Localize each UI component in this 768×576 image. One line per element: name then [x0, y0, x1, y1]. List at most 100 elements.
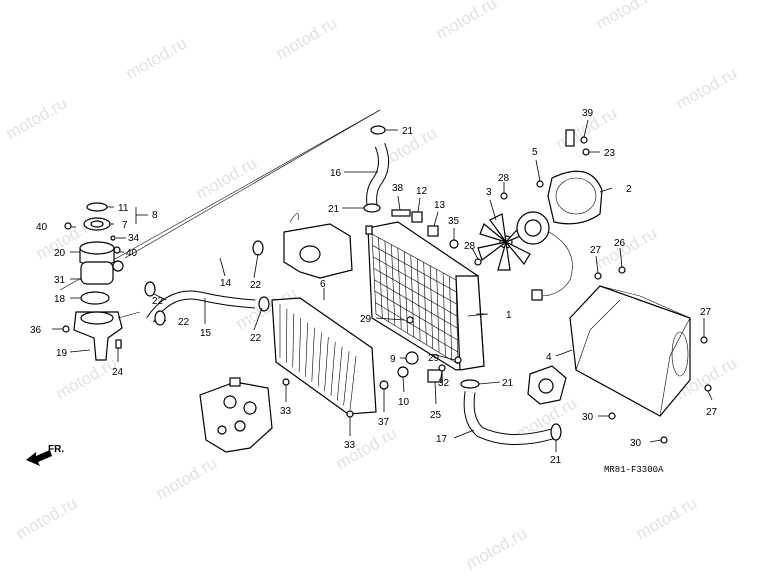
watermark: motod.ru [673, 63, 741, 113]
callout-21: 21 [402, 126, 414, 137]
nut-26 [618, 266, 626, 274]
water-pump-housing [199, 377, 273, 453]
callout-22: 22 [178, 317, 190, 328]
callout-7: 7 [122, 220, 128, 231]
callout-12: 12 [416, 186, 428, 197]
screen-mesh-line [298, 318, 302, 373]
hose-15 [146, 290, 270, 326]
watermark: motod.ru [333, 423, 401, 473]
radiator-fin [374, 279, 458, 329]
radiator-fin [375, 302, 458, 353]
callout-30: 30 [582, 412, 594, 423]
radiator-fin [378, 237, 383, 318]
clamp-22 [144, 281, 156, 297]
callout-23: 23 [604, 148, 616, 159]
callout-8: 8 [152, 210, 158, 221]
callout-24: 24 [112, 367, 124, 378]
callout-18: 18 [54, 294, 66, 305]
radiator-fin [423, 262, 427, 345]
callout-9: 9 [390, 354, 396, 365]
callout-2: 2 [626, 184, 632, 195]
screen-mesh-line [336, 346, 343, 401]
nut-28 [474, 258, 482, 266]
radiator-fin [372, 256, 457, 305]
watermark: motod.ru [13, 493, 81, 543]
radiator-fin [372, 245, 457, 293]
callout-21: 21 [550, 455, 562, 466]
radiator-fin [397, 248, 402, 330]
clamp-21 [550, 423, 562, 441]
lower-small-parts [282, 351, 446, 418]
bolt-38 [391, 209, 411, 217]
watermark: motod.ru [463, 523, 531, 573]
grommet-13 [427, 225, 439, 237]
callout-labels: 11 8 7 40 34 40 20 31 18 36 19 24 22 22 … [30, 108, 718, 466]
hose-16 [363, 125, 389, 213]
clamp-21 [370, 125, 386, 135]
housing-outlet [112, 260, 124, 272]
callout-32: 32 [438, 378, 450, 389]
screen-mesh [279, 304, 357, 411]
screen-mesh-line [311, 327, 315, 382]
bolt-9 [405, 351, 419, 365]
screen-mesh-line [343, 351, 350, 406]
clip-34 [110, 235, 116, 241]
radiator-shroud [569, 266, 712, 444]
callout-40: 40 [126, 248, 138, 259]
watermark: motod.ru [633, 493, 701, 543]
thermostat-cap [86, 202, 108, 212]
watermark: motod.ru [193, 153, 261, 203]
radiator-fin [442, 272, 446, 357]
screen-mesh-line [324, 337, 329, 392]
callout-15: 15 [200, 328, 212, 339]
watermark: motod.ru [433, 0, 501, 43]
screen-mesh-line [317, 332, 322, 387]
filler-neck-top [79, 241, 115, 255]
screen-mesh-line [349, 355, 357, 411]
motor-connector [531, 289, 543, 301]
callout-16: 16 [330, 168, 342, 179]
radiator-fin [384, 241, 389, 322]
radiator-fin [375, 313, 459, 365]
nut-35 [449, 239, 459, 249]
screen-mesh-line [292, 313, 295, 368]
callout-33: 33 [344, 440, 356, 451]
bolt-27 [700, 336, 708, 344]
clamp-22 [258, 296, 270, 312]
housing-flange [80, 311, 114, 325]
callout-10: 10 [398, 397, 410, 408]
callout-27: 27 [706, 407, 718, 418]
callout-22: 22 [250, 333, 262, 344]
clamp-22 [252, 240, 264, 256]
callout-33: 33 [280, 406, 292, 417]
fan-motor [500, 180, 573, 301]
radiator-fin [436, 269, 440, 353]
hose-14 [138, 240, 264, 297]
watermark: motod.ru [53, 353, 121, 403]
thermostat-valve [80, 291, 110, 305]
callout-37: 37 [378, 417, 390, 428]
callout-11: 11 [118, 203, 129, 214]
callout-6: 6 [320, 279, 326, 290]
radiator-fin [416, 258, 421, 341]
callout-27: 27 [700, 307, 712, 318]
front-direction-indicator: FR. [26, 444, 64, 466]
callout-4: 4 [546, 352, 552, 363]
callout-27: 27 [590, 245, 602, 256]
bolt-27 [704, 384, 712, 392]
bolt-27 [594, 272, 602, 280]
screen-mesh-line [305, 322, 308, 377]
screen-mesh-line [286, 308, 288, 363]
watermark: motod.ru [123, 33, 191, 83]
hose-17 [460, 379, 562, 446]
drawing-code: MR81-F3300A [604, 465, 664, 475]
callout-17: 17 [436, 434, 448, 445]
leader-lines [52, 119, 713, 452]
watermark: motod.ru [273, 13, 341, 63]
motor-wire [539, 231, 573, 297]
radiator-fin [410, 255, 415, 338]
watermark: motod.ru [3, 93, 71, 143]
callout-21: 21 [502, 378, 514, 389]
callout-34: 34 [128, 233, 140, 244]
